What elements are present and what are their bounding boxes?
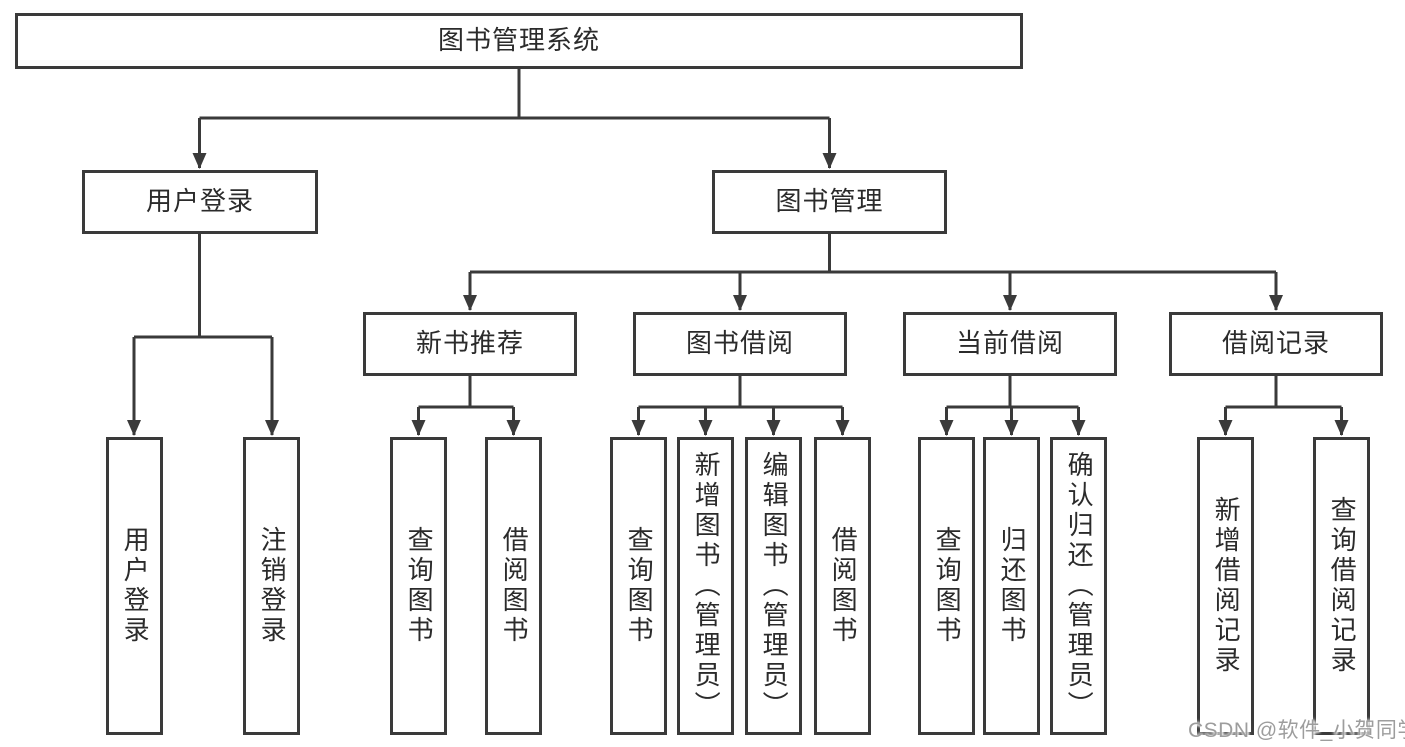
node-book-management: 图书管理 bbox=[712, 170, 947, 234]
node-query-borrow-record: 查询借阅记录 bbox=[1313, 437, 1370, 735]
node-label: 借阅图书 bbox=[499, 526, 530, 646]
node-add-books-admin: 新增图书（管理员） bbox=[677, 437, 734, 735]
csdn-watermark: CSDN @软件_小贺同学 bbox=[1188, 719, 1405, 742]
node-label: 借阅记录 bbox=[1221, 328, 1330, 359]
node-label: 查询借阅记录 bbox=[1327, 496, 1358, 676]
node-label: 借阅图书 bbox=[828, 526, 859, 646]
node-book-borrowing: 图书借阅 bbox=[633, 312, 847, 376]
node-confirm-return-admin: 确认归还（管理员） bbox=[1050, 437, 1107, 735]
node-label: 图书管理系统 bbox=[437, 25, 600, 56]
node-edit-books-admin: 编辑图书（管理员） bbox=[745, 437, 802, 735]
node-book-management-system: 图书管理系统 bbox=[15, 13, 1023, 69]
node-borrow-books-recommend: 借阅图书 bbox=[485, 437, 542, 735]
node-label: 新增图书（管理员） bbox=[691, 451, 722, 721]
node-label: 图书管理 bbox=[775, 186, 884, 217]
node-return-books: 归还图书 bbox=[983, 437, 1040, 735]
node-label: 注销登录 bbox=[257, 526, 288, 646]
node-borrow-books: 借阅图书 bbox=[814, 437, 871, 735]
node-query-books-borrowing: 查询图书 bbox=[610, 437, 667, 735]
node-user-login-action: 用户登录 bbox=[106, 437, 163, 735]
node-label: 查询图书 bbox=[624, 526, 655, 646]
node-logout-action: 注销登录 bbox=[243, 437, 300, 735]
node-query-books-recommend: 查询图书 bbox=[390, 437, 447, 735]
node-add-borrow-record: 新增借阅记录 bbox=[1197, 437, 1254, 735]
node-label: 图书借阅 bbox=[685, 328, 794, 359]
node-label: 用户登录 bbox=[120, 526, 151, 646]
node-label: 确认归还（管理员） bbox=[1064, 451, 1095, 721]
node-label: 查询图书 bbox=[404, 526, 435, 646]
node-label: 用户登录 bbox=[145, 186, 254, 217]
node-label: 新书推荐 bbox=[415, 328, 524, 359]
node-label: 查询图书 bbox=[932, 526, 963, 646]
node-current-borrowing: 当前借阅 bbox=[903, 312, 1117, 376]
node-label: 当前借阅 bbox=[955, 328, 1064, 359]
node-user-login: 用户登录 bbox=[82, 170, 318, 234]
node-label: 编辑图书（管理员） bbox=[759, 451, 790, 721]
node-query-books-current: 查询图书 bbox=[918, 437, 975, 735]
node-borrowing-records: 借阅记录 bbox=[1169, 312, 1383, 376]
node-label: 归还图书 bbox=[997, 526, 1028, 646]
node-label: 新增借阅记录 bbox=[1211, 496, 1242, 676]
node-new-book-recommend: 新书推荐 bbox=[363, 312, 577, 376]
